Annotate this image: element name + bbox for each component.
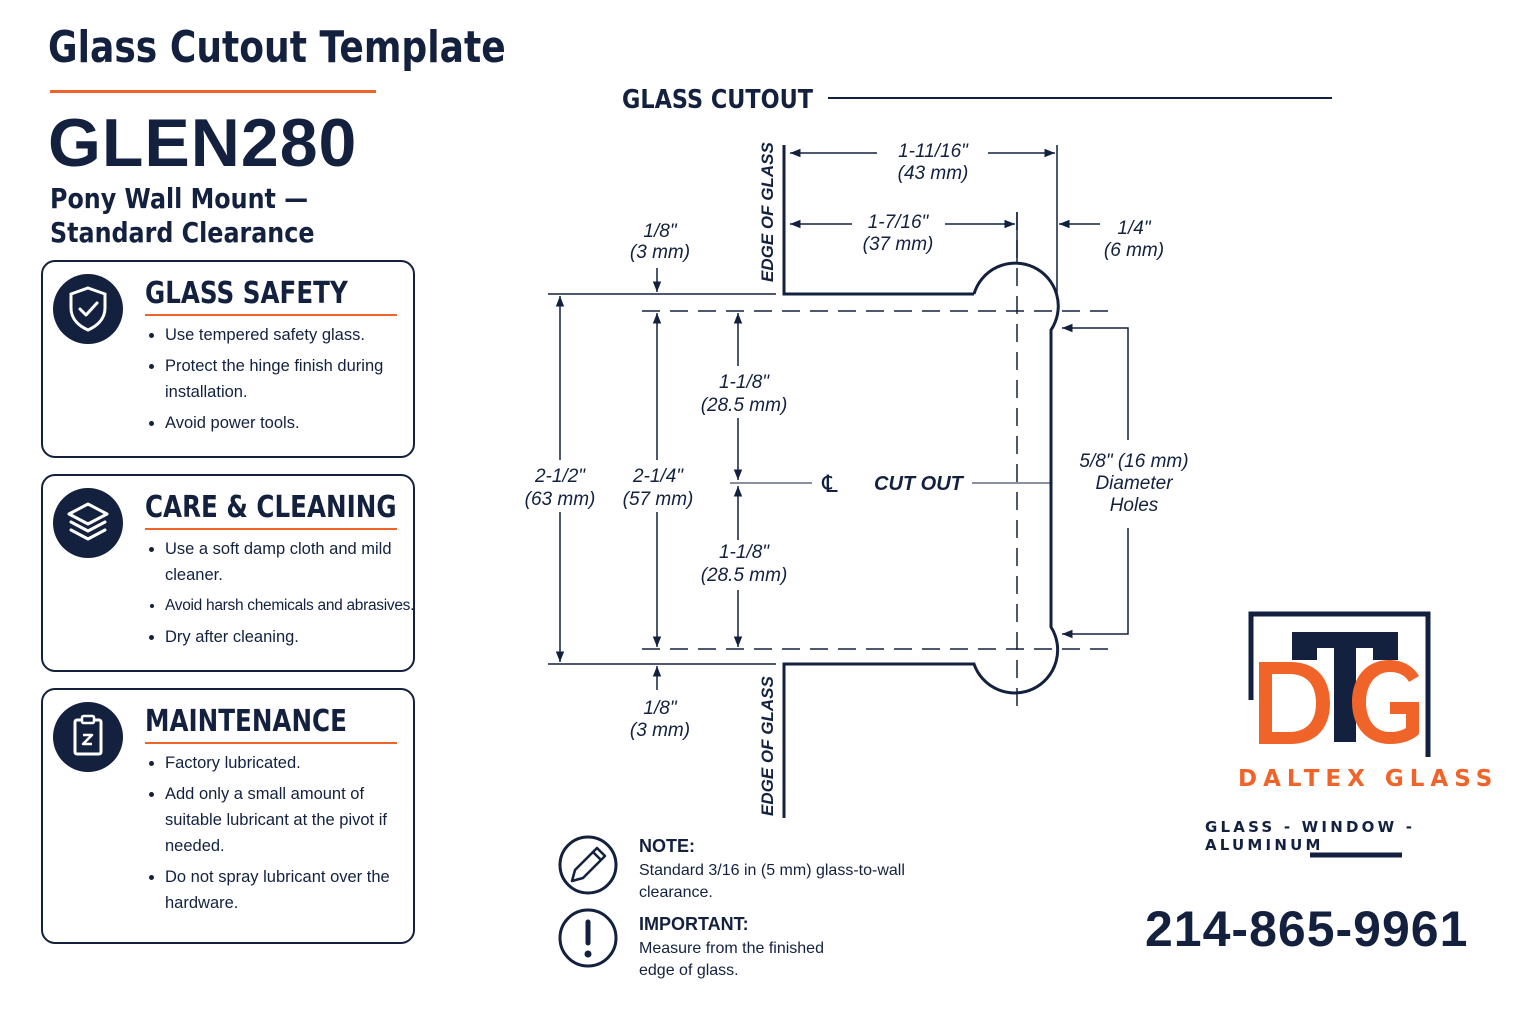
card-list: Use a soft damp cloth and mild cleaner. …: [145, 536, 425, 655]
daltex-logo-icon: [1248, 611, 1431, 757]
clipboard-icon: [53, 702, 123, 772]
card-heading: MAINTENANCE: [145, 704, 347, 739]
layers-icon: [53, 488, 123, 558]
list-item: Dry after cleaning.: [165, 624, 425, 650]
inner-width-line2: (37 mm): [863, 234, 934, 255]
diagram-heading: GLASS CUTOUT: [622, 83, 813, 114]
list-item: Use tempered safety glass.: [165, 322, 425, 348]
top-offset-line2: (3 mm): [630, 242, 690, 263]
care-cleaning-card: CARE & CLEANING Use a soft damp cloth an…: [41, 474, 415, 672]
total-width-line1: 1-11/16": [898, 141, 969, 162]
hole-spacing-line2: (57 mm): [623, 489, 694, 510]
important-heading: IMPORTANT:: [639, 914, 749, 934]
upper-half-line1: 1-1/8": [719, 372, 770, 393]
maintenance-card: MAINTENANCE Factory lubricated. Add only…: [41, 688, 415, 944]
diameter-leader-bottom: [1062, 528, 1129, 639]
glass-safety-card: GLASS SAFETY Use tempered safety glass. …: [41, 260, 415, 458]
list-item: Factory lubricated.: [165, 750, 425, 776]
inner-width-line1: 1-7/16": [868, 212, 930, 233]
list-item: Protect the hinge finish during installa…: [165, 353, 425, 405]
shield-check-icon: [53, 274, 123, 344]
card-heading: GLASS SAFETY: [145, 276, 348, 311]
hole-diameter-line2: Diameter: [1095, 473, 1173, 494]
lower-half-line2: (28.5 mm): [701, 565, 788, 586]
pencil-icon: [558, 835, 618, 895]
title-underline: [50, 90, 376, 93]
cut-out-label: CUT OUT: [874, 473, 965, 495]
card-list: Use tempered safety glass. Protect the h…: [145, 322, 425, 441]
edge-of-glass-top-label: EDGE OF GLASS: [758, 142, 777, 282]
note-body: Standard 3/16 in (5 mm) glass-to-wall cl…: [639, 862, 905, 901]
hole-offset-line1: 1/4": [1117, 218, 1151, 239]
important-body: Measure from the finished edge of glass.: [639, 940, 824, 979]
brand-tagline: GLASS - WINDOW - ALUMINUM: [1205, 818, 1416, 854]
subtitle-line-2: Standard Clearance: [50, 216, 315, 249]
card-list: Factory lubricated. Add only a small amo…: [145, 750, 425, 921]
glass-edge-top: [782, 145, 974, 296]
list-item: Add only a small amount of suitable lubr…: [165, 781, 425, 859]
edge-of-glass-bottom-label: EDGE OF GLASS: [758, 676, 777, 816]
card-heading-rule: [145, 528, 397, 530]
page-title: Glass Cutout Template: [48, 22, 506, 73]
hole-diameter-line1: 5/8" (16 mm): [1079, 451, 1188, 472]
phone-number[interactable]: 214-865-9961: [1145, 901, 1469, 957]
note-heading: NOTE:: [639, 836, 695, 856]
model-number: GLEN280: [48, 105, 358, 181]
diameter-leader-top: [1062, 323, 1129, 440]
bottom-offset-line2: (3 mm): [630, 720, 690, 741]
bottom-offset-line1: 1/8": [643, 698, 677, 719]
brand-name: DALTEX GLASS: [1238, 766, 1499, 792]
cutout-outline: [782, 261, 1060, 818]
card-heading: CARE & CLEANING: [145, 490, 397, 525]
card-heading-rule: [145, 314, 397, 316]
list-item: Use a soft damp cloth and mild cleaner.: [165, 536, 425, 588]
overall-height-line2: (63 mm): [525, 489, 596, 510]
exclamation-icon: [558, 908, 618, 968]
list-item: Do not spray lubricant over the hardware…: [165, 864, 425, 916]
subtitle-line-1: Pony Wall Mount —: [50, 182, 308, 215]
hole-spacing-line1: 2-1/4": [632, 466, 684, 487]
total-width-line2: (43 mm): [898, 163, 969, 184]
hole-diameter-line3: Holes: [1110, 495, 1159, 516]
hole-offset-line2: (6 mm): [1104, 240, 1164, 261]
list-item: Avoid harsh chemicals and abrasives.: [165, 593, 425, 619]
list-item: Avoid power tools.: [165, 410, 425, 436]
top-offset-line1: 1/8": [643, 221, 677, 242]
lower-half-line1: 1-1/8": [719, 542, 770, 563]
centerline-symbol: ℄: [821, 471, 838, 498]
overall-height-line1: 2-1/2": [534, 466, 586, 487]
card-heading-rule: [145, 742, 397, 744]
upper-half-line2: (28.5 mm): [701, 395, 788, 416]
